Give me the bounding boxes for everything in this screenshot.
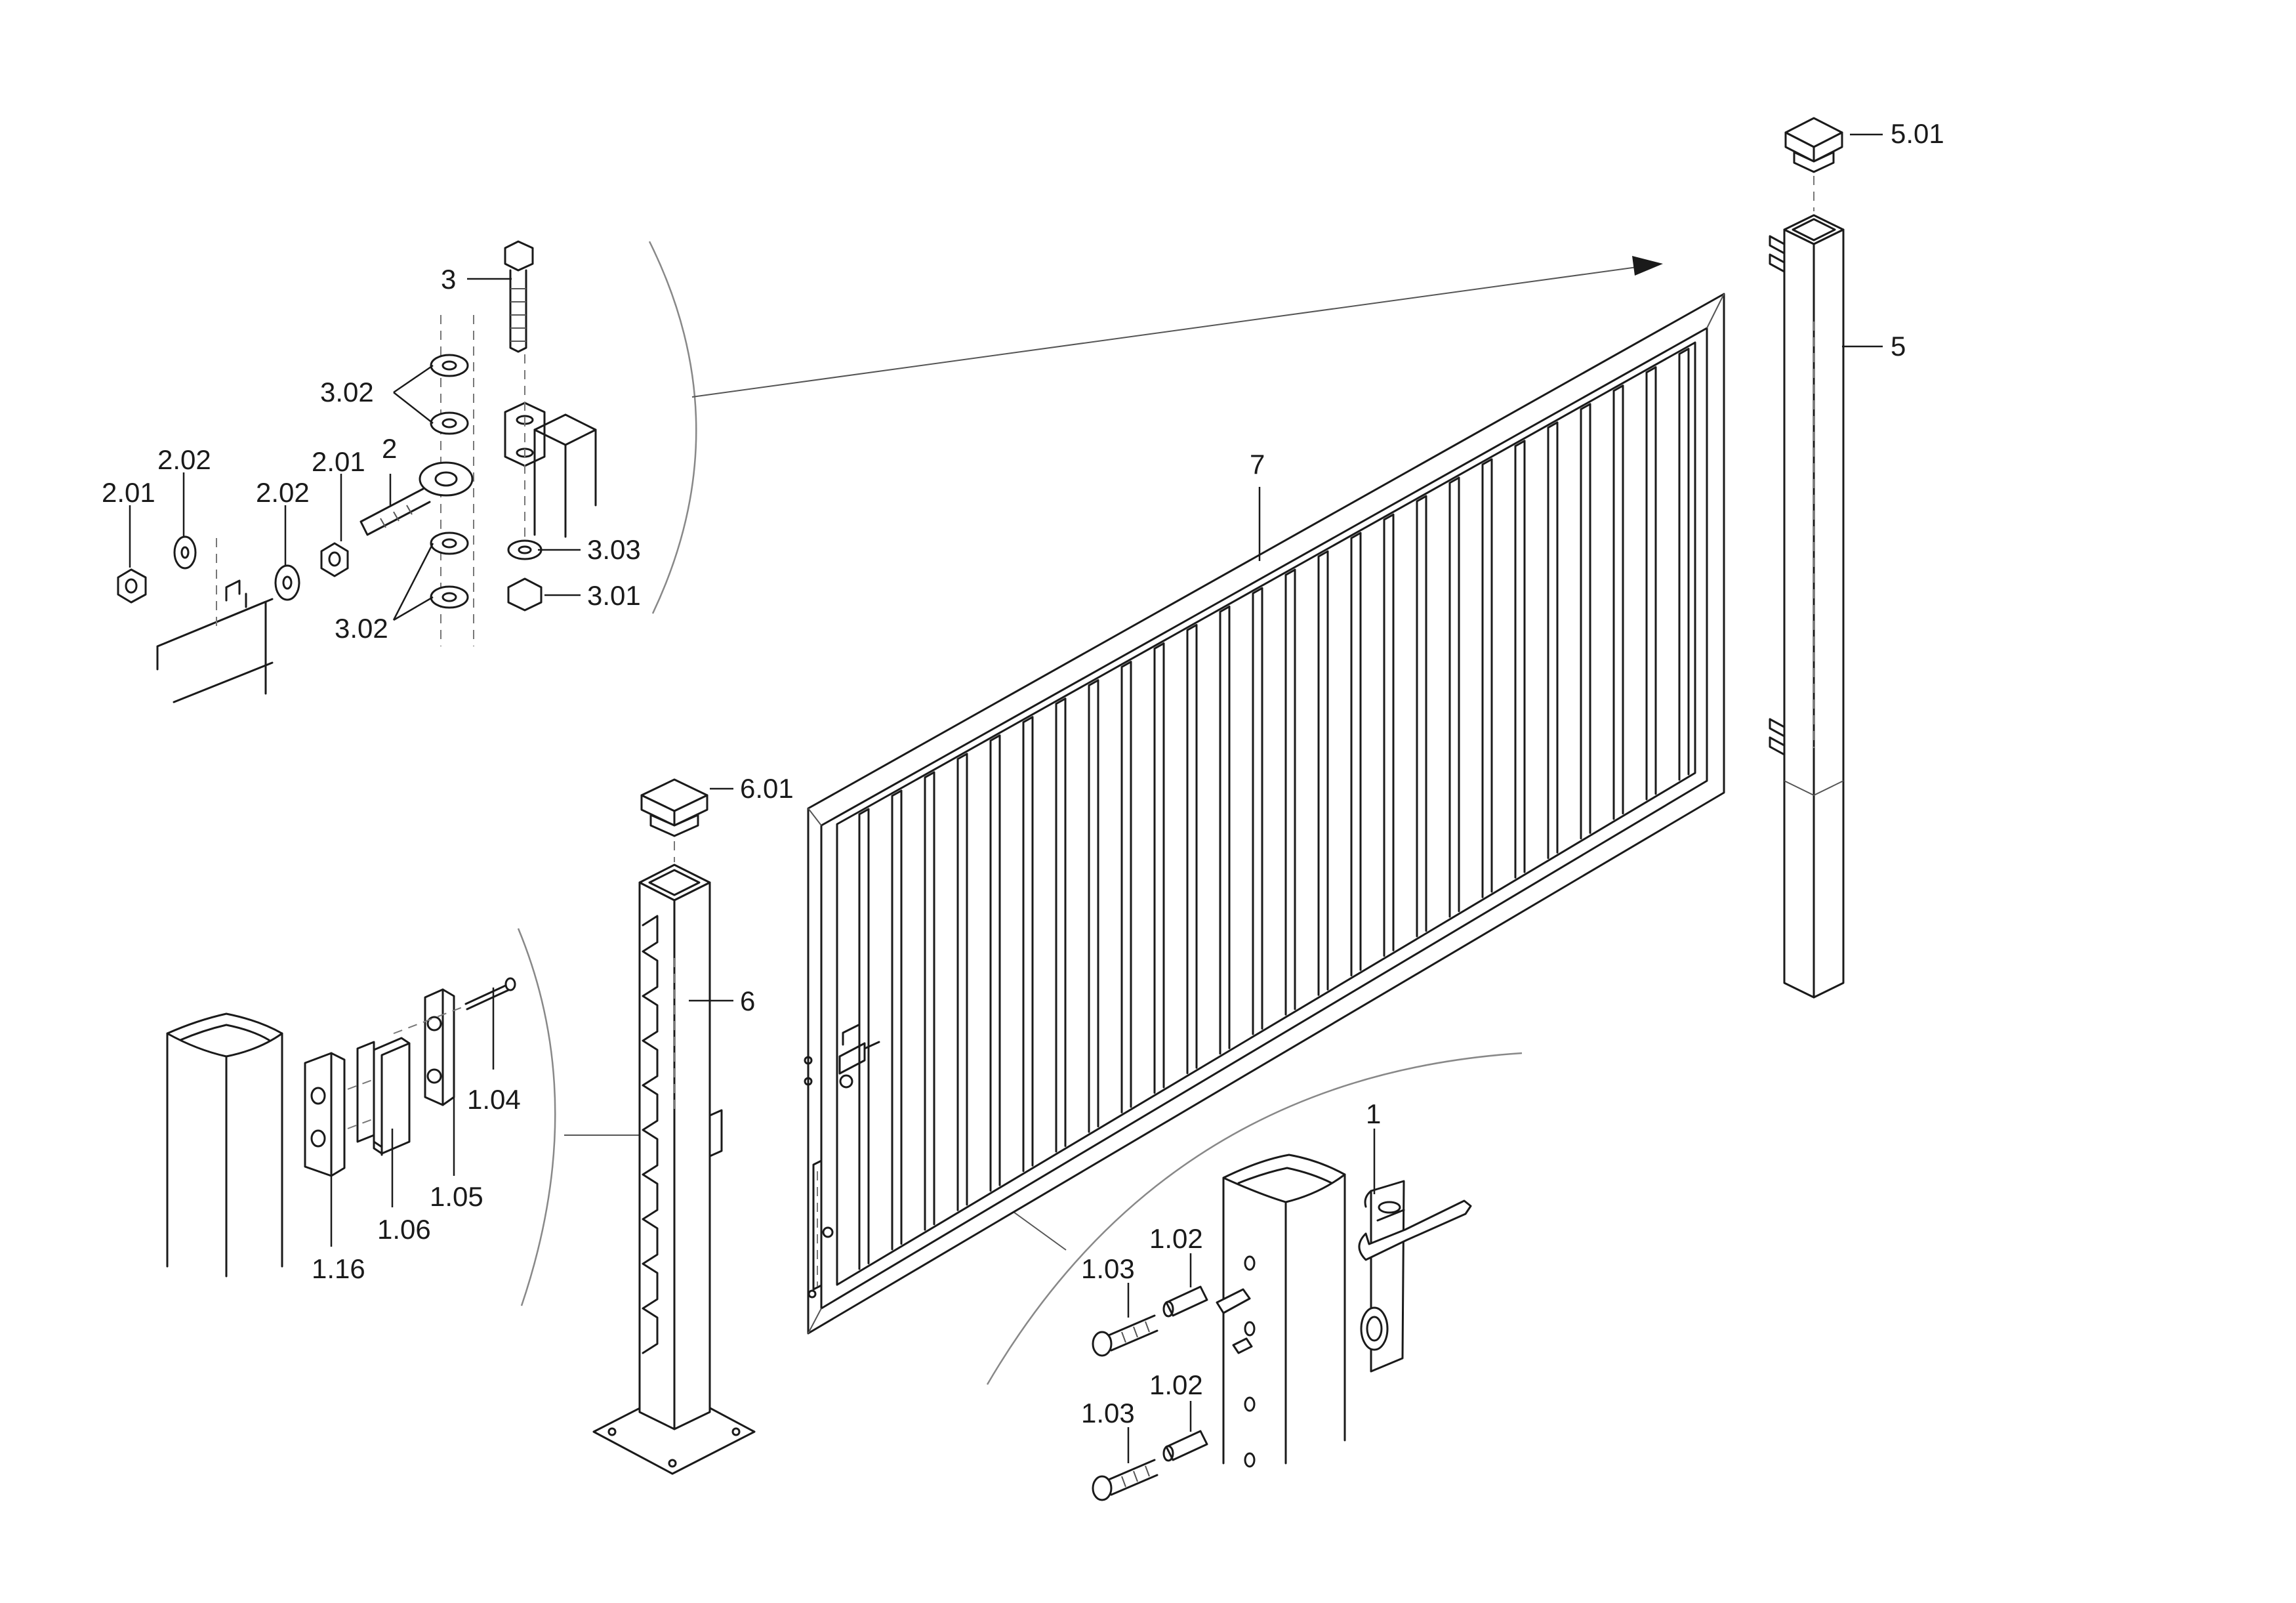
post-5 [1769, 214, 1845, 999]
gate-bar [1514, 440, 1526, 879]
gate-bar [989, 734, 1001, 1192]
label-6-01: 6.01 [740, 773, 794, 804]
label-1: 1 [1366, 1098, 1381, 1129]
hinge-detail [117, 240, 597, 703]
label-5-01: 5.01 [1891, 118, 1944, 149]
label-3-02-top: 3.02 [320, 377, 374, 407]
gate-bar [1416, 495, 1427, 938]
gate-bar [924, 771, 935, 1231]
label-1-03-top: 1.03 [1081, 1253, 1135, 1284]
label-2-01-left: 2.01 [102, 477, 155, 508]
label-2: 2 [382, 433, 397, 464]
hinge-pointer-line [691, 265, 1647, 398]
gate-bar [1022, 716, 1034, 1173]
label-2-02-right: 2.02 [256, 477, 310, 508]
gate-bar [1448, 476, 1460, 918]
gate-bar [1678, 348, 1690, 781]
label-3-01: 3.01 [587, 580, 641, 611]
leader-lines [129, 133, 1883, 1463]
gate-bar [1580, 403, 1591, 840]
gate-bar [1383, 513, 1395, 957]
label-2-01-right: 2.01 [312, 446, 365, 477]
label-3-03: 3.03 [587, 534, 641, 565]
cap-5-01 [1784, 117, 1843, 211]
gate-bar [1612, 385, 1624, 820]
hinge-pointer-arrow [1632, 256, 1663, 276]
label-3-02-bottom: 3.02 [335, 613, 388, 644]
post-6 [592, 864, 756, 1475]
gate-bar [1481, 458, 1493, 898]
gate-bar [1219, 605, 1231, 1055]
label-1-02-top: 1.02 [1149, 1223, 1203, 1254]
catch-detail [166, 977, 516, 1278]
cap-6-01 [640, 778, 708, 862]
catch-detail-arc [517, 928, 556, 1306]
gate-bar [858, 808, 870, 1270]
label-5: 5 [1891, 331, 1906, 362]
label-1-16: 1.16 [312, 1253, 365, 1284]
label-1-06: 1.06 [377, 1214, 431, 1245]
gate-bar [891, 789, 903, 1251]
gate-bar [1055, 697, 1067, 1153]
label-7: 7 [1250, 449, 1265, 480]
label-1-04: 1.04 [467, 1084, 521, 1115]
gate-bar [1120, 661, 1132, 1114]
gate-bar [1252, 587, 1263, 1035]
hinge-detail-arc [648, 241, 697, 614]
label-3: 3 [441, 264, 456, 295]
label-2-02-left: 2.02 [157, 444, 211, 475]
label-1-02-bottom: 1.02 [1149, 1369, 1203, 1400]
label-6: 6 [740, 986, 755, 1016]
gate-bar [1284, 568, 1296, 1016]
gate-bar [1317, 550, 1329, 996]
gate-bar [1547, 421, 1559, 860]
gate-bar [1645, 366, 1657, 801]
label-1-03-bottom: 1.03 [1081, 1398, 1135, 1428]
gate-7 [804, 293, 1725, 1335]
gate-bar [1088, 679, 1099, 1133]
gate-bar [1186, 623, 1198, 1075]
lock-detail-arc [986, 1052, 1523, 1385]
label-1-05: 1.05 [430, 1181, 483, 1212]
gate-bar [956, 753, 968, 1211]
gate-bar [1153, 642, 1165, 1094]
gate-bar [1350, 531, 1362, 976]
lock-detail [1092, 1154, 1472, 1501]
